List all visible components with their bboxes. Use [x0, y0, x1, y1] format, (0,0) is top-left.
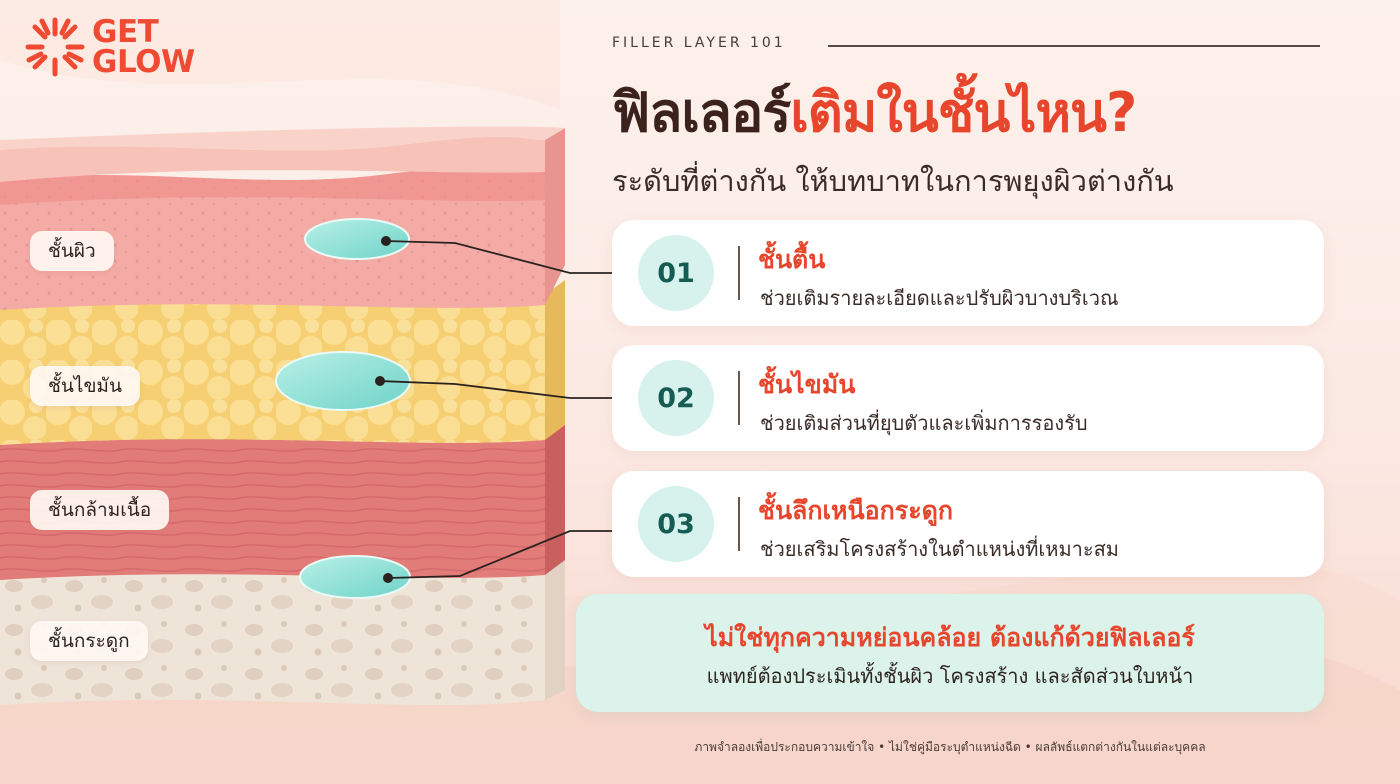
- brand-line-1: GET: [92, 14, 159, 50]
- card-title: ชั้นตื้น: [758, 245, 826, 274]
- sunburst-logo-icon: [25, 17, 85, 77]
- layer-label-skin: ชั้นผิว: [30, 231, 114, 271]
- filler-blob-superficial: [304, 218, 410, 260]
- card-divider: [738, 246, 740, 300]
- page-title-accent: เติมในชั้นไหน?: [790, 81, 1137, 144]
- card-title: ชั้นไขมัน: [758, 370, 856, 399]
- leader-line-01: [385, 240, 612, 274]
- card-title: ชั้นลึกเหนือกระดูก: [758, 496, 954, 525]
- brand-logo: GET GLOW: [22, 14, 195, 80]
- leader-line-03: [387, 530, 612, 579]
- leader-line-02: [379, 380, 612, 399]
- page-title: ฟิลเลอร์เติมในชั้นไหน?: [612, 80, 1137, 146]
- note-title: ไม่ใช่ทุกความหย่อนคล้อย ต้องแก้ด้วยฟิลเล…: [705, 623, 1195, 652]
- layer-card-01: 01 ชั้นตื้น ช่วยเติมรายละเอียดและปรับผิว…: [612, 220, 1324, 326]
- card-number: 01: [638, 235, 714, 311]
- eyebrow-label: FILLER LAYER 101: [612, 35, 786, 51]
- disclaimer-footnote: ภาพจำลองเพื่อประกอบความเข้าใจ • ไม่ใช่คู…: [694, 740, 1206, 754]
- brand-line-2: GLOW: [92, 44, 195, 80]
- page-subtitle: ระดับที่ต่างกัน ให้บทบาทในการพยุงผิวต่าง…: [612, 164, 1174, 198]
- card-number: 03: [638, 486, 714, 562]
- card-divider: [738, 497, 740, 551]
- card-description: ช่วยเสริมโครงสร้างในตำแหน่งที่เหมาะสม: [760, 537, 1119, 561]
- note-box: ไม่ใช่ทุกความหย่อนคล้อย ต้องแก้ด้วยฟิลเล…: [576, 594, 1324, 712]
- eyebrow-rule: [828, 45, 1320, 47]
- layer-card-02: 02 ชั้นไขมัน ช่วยเติมส่วนที่ยุบตัวและเพิ…: [612, 345, 1324, 451]
- brand-wordmark: GET GLOW: [92, 14, 195, 80]
- card-description: ช่วยเติมส่วนที่ยุบตัวและเพิ่มการรองรับ: [760, 411, 1088, 435]
- card-divider: [738, 371, 740, 425]
- note-description: แพทย์ต้องประเมินทั้งชั้นผิว โครงสร้าง แล…: [706, 664, 1194, 688]
- filler-blob-fat: [275, 351, 411, 411]
- card-number: 02: [638, 360, 714, 436]
- layer-label-fat: ชั้นไขมัน: [30, 366, 140, 406]
- layer-label-bone: ชั้นกระดูก: [30, 621, 148, 661]
- layer-label-muscle: ชั้นกล้ามเนื้อ: [30, 490, 170, 530]
- page-title-dark: ฟิลเลอร์: [612, 81, 791, 144]
- card-description: ช่วยเติมรายละเอียดและปรับผิวบางบริเวณ: [760, 286, 1119, 310]
- layer-card-03: 03 ชั้นลึกเหนือกระดูก ช่วยเสริมโครงสร้าง…: [612, 471, 1324, 577]
